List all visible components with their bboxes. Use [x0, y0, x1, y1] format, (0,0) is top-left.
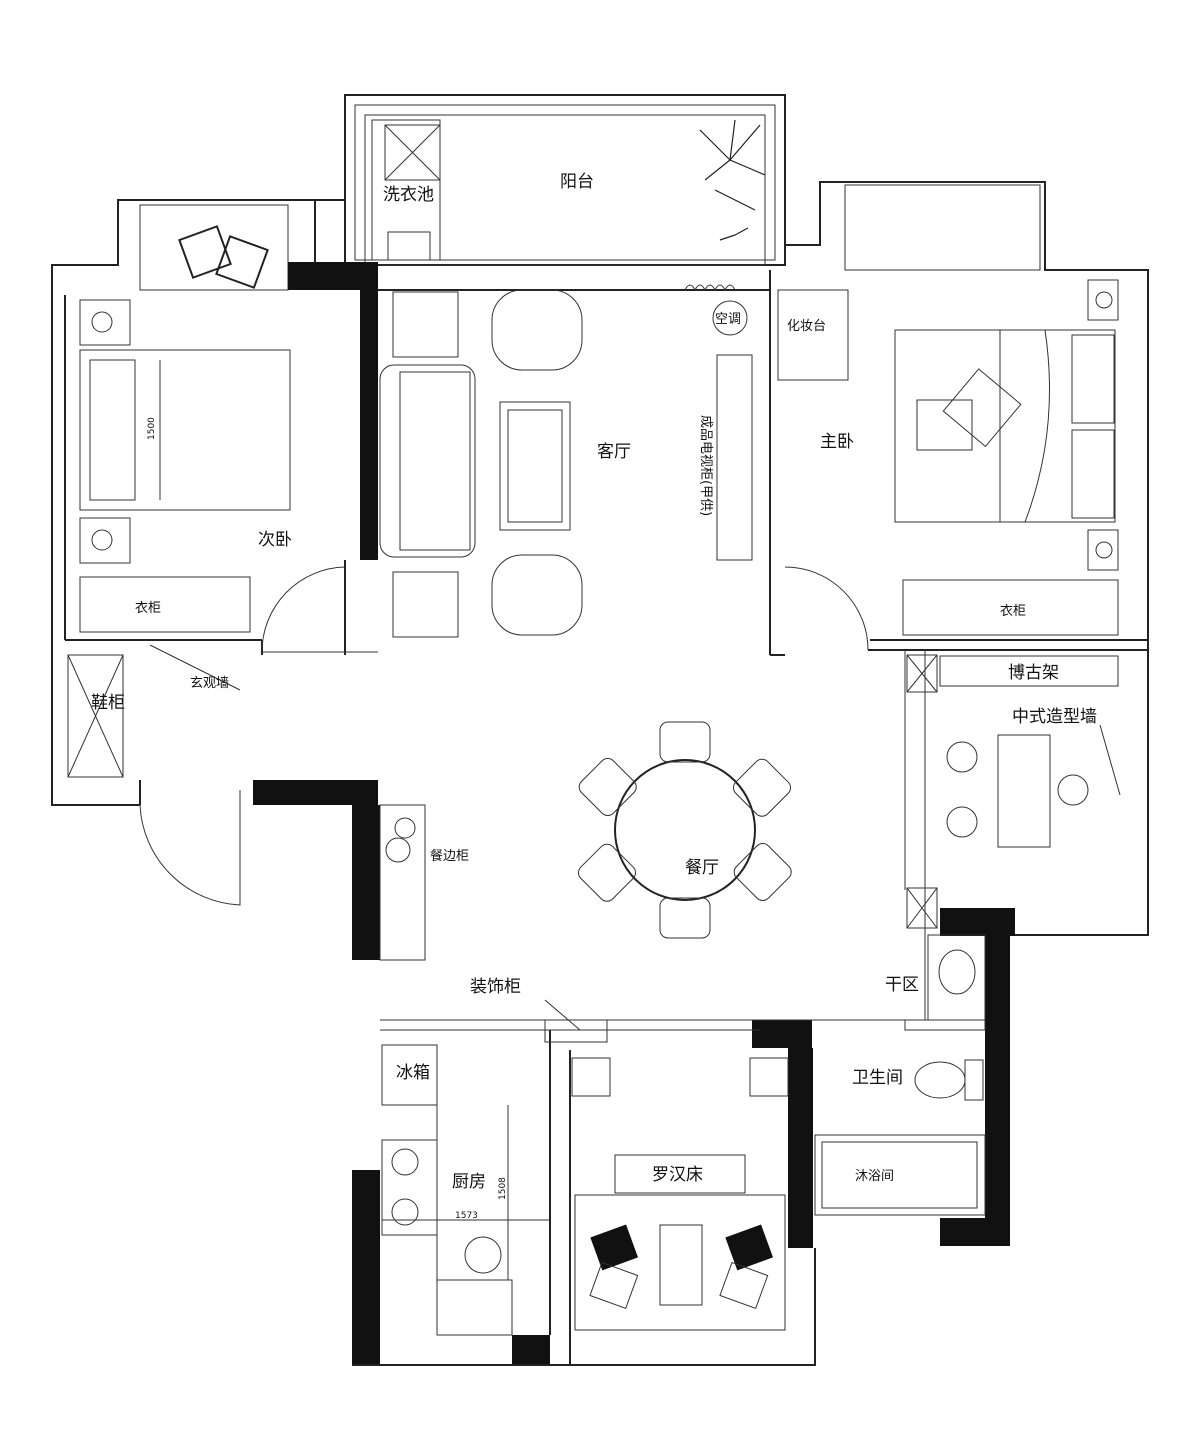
label-shoe-cabinet: 鞋柜	[91, 693, 125, 713]
door-swing	[784, 566, 869, 651]
label-master-bedroom: 主卧	[820, 432, 854, 452]
label-curio-shelf: 博古架	[1008, 663, 1059, 683]
label-shower: 沐浴间	[855, 1169, 894, 1184]
label-dining-room: 餐厅	[685, 858, 719, 878]
bathroom: 干区 卫生间 沐浴间	[814, 934, 986, 1216]
coffee-table	[499, 401, 571, 531]
label-fridge: 冰箱	[396, 1063, 430, 1083]
walls	[51, 181, 1149, 1366]
label-air-conditioner: 空调	[715, 312, 741, 327]
person-icon	[464, 1236, 502, 1274]
label-living-room: 客厅	[597, 442, 631, 462]
sofa	[379, 364, 476, 558]
label-bathroom: 卫生间	[852, 1068, 903, 1088]
label-decor-cabinet: 装饰柜	[470, 977, 521, 997]
label-chinese-wall: 中式造型墙	[1012, 707, 1097, 727]
label-wardrobe-left: 衣柜	[135, 600, 161, 616]
luohan-bed	[574, 1194, 786, 1331]
dim-kitchen-depth: 1508	[498, 1177, 508, 1200]
entry: 鞋柜 玄观墙	[67, 644, 241, 906]
label-dry-area: 干区	[885, 975, 919, 995]
kitchen-sink	[436, 1279, 513, 1336]
kitchen: 冰箱 厨房 1573 1508	[381, 1044, 550, 1336]
pillows-icon	[589, 1224, 774, 1310]
label-second-bedroom: 次卧	[258, 530, 292, 550]
fridge	[381, 1044, 438, 1106]
bed	[894, 329, 1116, 523]
label-tv-cabinet: 成品电视柜(甲供)	[698, 415, 713, 516]
air-conditioner	[712, 300, 748, 336]
label-luohan-bed: 罗汉床	[652, 1165, 703, 1185]
label-entry-wall: 玄观墙	[190, 676, 229, 691]
label-kitchen: 厨房	[452, 1172, 486, 1192]
wardrobe-left	[79, 576, 251, 633]
wardrobe-right	[902, 579, 1119, 636]
label-laundry-sink: 洗衣池	[383, 185, 434, 205]
door-swing	[261, 566, 346, 653]
study: 装饰柜 罗汉床	[470, 977, 789, 1331]
bed	[79, 349, 291, 511]
label-balcony: 阳台	[560, 172, 594, 192]
dining-table	[614, 759, 756, 901]
vanity	[777, 289, 849, 381]
entry-door	[139, 790, 241, 906]
tea-area: 博古架 中式造型墙	[906, 654, 1121, 929]
shoe-cabinet	[67, 654, 124, 778]
balcony: 阳台 洗衣池	[344, 94, 786, 266]
pillows-icon	[178, 225, 269, 289]
tea-table	[997, 734, 1051, 848]
shower	[814, 1134, 986, 1216]
stove	[381, 1139, 438, 1236]
tv-cabinet	[716, 354, 753, 561]
dining-room: 餐厅 餐边柜	[379, 721, 792, 961]
plant-icon	[699, 119, 766, 241]
label-vanity: 化妆台	[787, 319, 826, 334]
master-bedroom: 化妆台 主卧 衣柜	[777, 279, 1119, 651]
dim-bed-width: 1500	[147, 417, 157, 440]
label-sideboard: 餐边柜	[430, 848, 469, 864]
toilet	[914, 1061, 966, 1099]
living-room: 客厅 成品电视柜(甲供) 空调	[379, 284, 753, 638]
curio-shelf	[939, 655, 1119, 687]
dim-kitchen-width: 1573	[455, 1211, 478, 1221]
second-bedroom: 1500 衣柜 次卧	[79, 225, 346, 653]
washbasin	[927, 934, 986, 1021]
sideboard	[379, 804, 426, 961]
label-wardrobe-right: 衣柜	[1000, 603, 1026, 619]
luohan-bed-back	[614, 1154, 746, 1194]
